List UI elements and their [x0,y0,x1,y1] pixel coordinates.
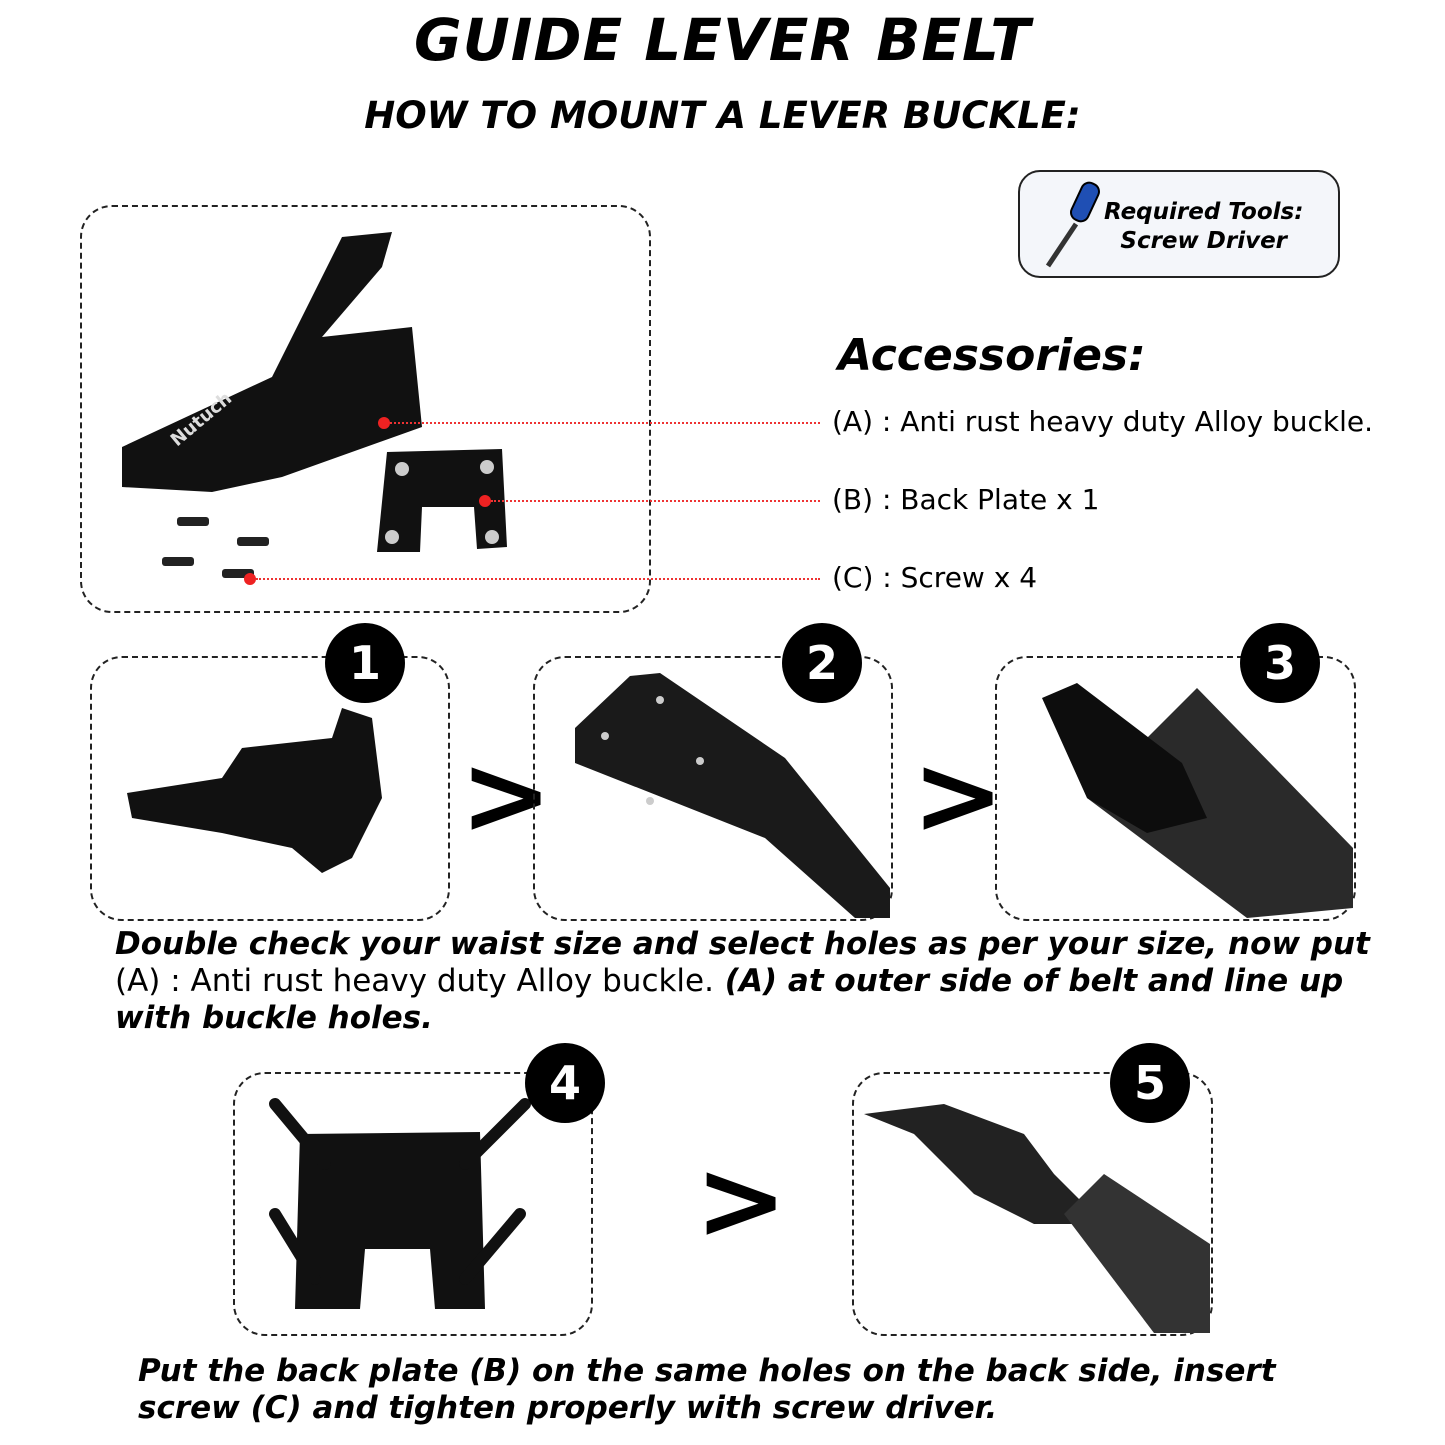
accessory-a: (A) : Anti rust heavy duty Alloy buckle. [832,405,1374,438]
open-buckle-image [127,708,382,873]
step-4-badge: 4 [525,1043,605,1123]
leader-line-a [390,422,820,424]
belt-holes-image [575,673,890,918]
buckle-on-belt-image [1042,683,1353,918]
step-3-badge: 3 [1240,623,1320,703]
required-tools-box: Required Tools: Screw Driver [1018,170,1340,278]
step-2-box [533,656,893,921]
back-plate-screws-image [269,1098,531,1309]
instruction-1-text-end: (A) at outer side of belt and line up wi… [115,963,1344,1036]
buckle-parts-image: Nutuch [122,232,507,578]
marker-a [378,417,390,429]
instruction-1: Double check your waist size and select … [115,926,1375,1037]
step-4-box [233,1072,593,1336]
arrow-1: > [460,731,553,859]
step-5-badge: 5 [1110,1043,1190,1123]
arrow-2: > [912,731,1005,859]
step-3-box [995,656,1356,921]
accessory-c: (C) : Screw x 4 [832,561,1038,594]
page-subtitle: HOW TO MOUNT A LEVER BUCKLE: [364,94,1081,137]
instruction-1-accessory: (A) : Anti rust heavy duty Alloy buckle. [115,963,714,999]
step-1-box [90,656,450,921]
accessories-heading: Accessories: [838,330,1146,381]
instruction-2: Put the back plate (B) on the same holes… [138,1353,1276,1426]
assembled-belt-image [864,1104,1210,1333]
tools-label: Required Tools: [1104,199,1304,225]
step-2-badge: 2 [782,623,862,703]
marker-b [479,495,491,507]
accessory-b: (B) : Back Plate x 1 [832,483,1100,516]
marker-c [244,573,256,585]
accessories-photo-box: Nutuch [80,205,651,613]
screwdriver-icon [1045,181,1100,268]
instruction-1-text: Double check your waist size and select … [115,926,1370,962]
page-title: GUIDE LEVER BELT [414,6,1031,74]
step-1-badge: 1 [325,623,405,703]
tools-value: Screw Driver [1120,228,1288,254]
leader-line-b [491,500,820,502]
arrow-3: > [695,1136,788,1264]
leader-line-c [256,578,820,580]
step-5-box [852,1072,1213,1336]
